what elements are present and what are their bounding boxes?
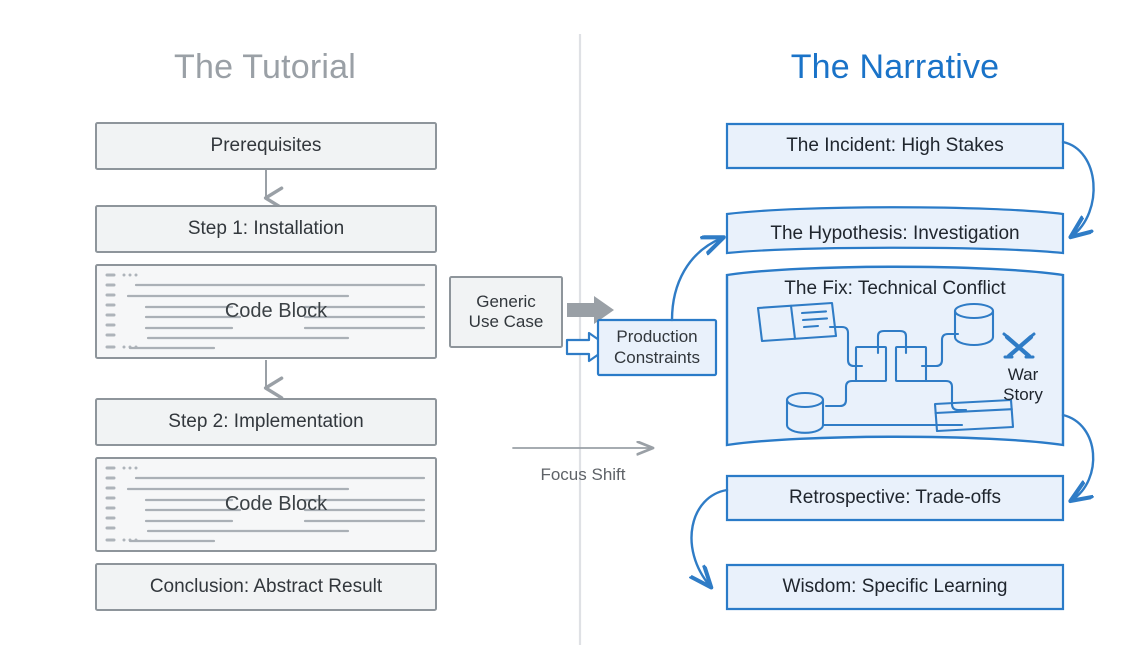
arrow-incident-to-hypothesis [1061, 140, 1095, 236]
left-column-title: The Tutorial [174, 48, 356, 86]
code-lines-2 [126, 476, 426, 543]
right-column-title: The Narrative [790, 48, 1000, 86]
arch-node-database-bottom [785, 391, 825, 434]
arch-node-database-top [953, 302, 995, 347]
tutorial-node-code-block-1[interactable] [95, 264, 437, 359]
narrative-node-retrospective[interactable] [725, 474, 1065, 522]
tutorial-node-prerequisites[interactable] [95, 122, 437, 170]
tutorial-node-code-block-2[interactable] [95, 457, 437, 552]
center-node-production-constraints[interactable] [596, 318, 718, 377]
connector-box2-to-db-top [920, 332, 960, 368]
center-node-generic-use-case[interactable] [449, 276, 563, 348]
code-gutter-2 [105, 466, 116, 542]
narrative-node-hypothesis[interactable] [725, 206, 1065, 255]
connector-box1-to-box2-top [876, 329, 908, 355]
connector-box1-to-db-bottom [824, 379, 864, 408]
block-arrow-gray [567, 296, 614, 324]
connector-box2-to-table [920, 379, 968, 412]
architecture-diagram [756, 301, 1015, 434]
narrative-node-wisdom[interactable] [725, 563, 1065, 611]
code-gutter-1 [105, 273, 116, 349]
arrow-fix-to-retrospective [1061, 413, 1095, 500]
arch-node-table [933, 398, 1015, 433]
tutorial-node-conclusion[interactable] [95, 563, 437, 611]
narrative-node-incident[interactable] [725, 122, 1065, 170]
arch-node-card-note [756, 301, 838, 343]
tutorial-node-step-1[interactable] [95, 205, 437, 253]
tutorial-node-step-2[interactable] [95, 398, 437, 446]
arch-node-service-box-1 [854, 345, 888, 383]
arrow-retrospective-to-wisdom [692, 488, 729, 586]
crossed-swords-icon [1002, 332, 1036, 359]
code-lines-1 [126, 283, 426, 350]
arrow-constraints-to-hypothesis [670, 238, 722, 322]
arch-node-service-box-2 [894, 345, 928, 383]
connector-card-to-box1 [828, 325, 864, 368]
